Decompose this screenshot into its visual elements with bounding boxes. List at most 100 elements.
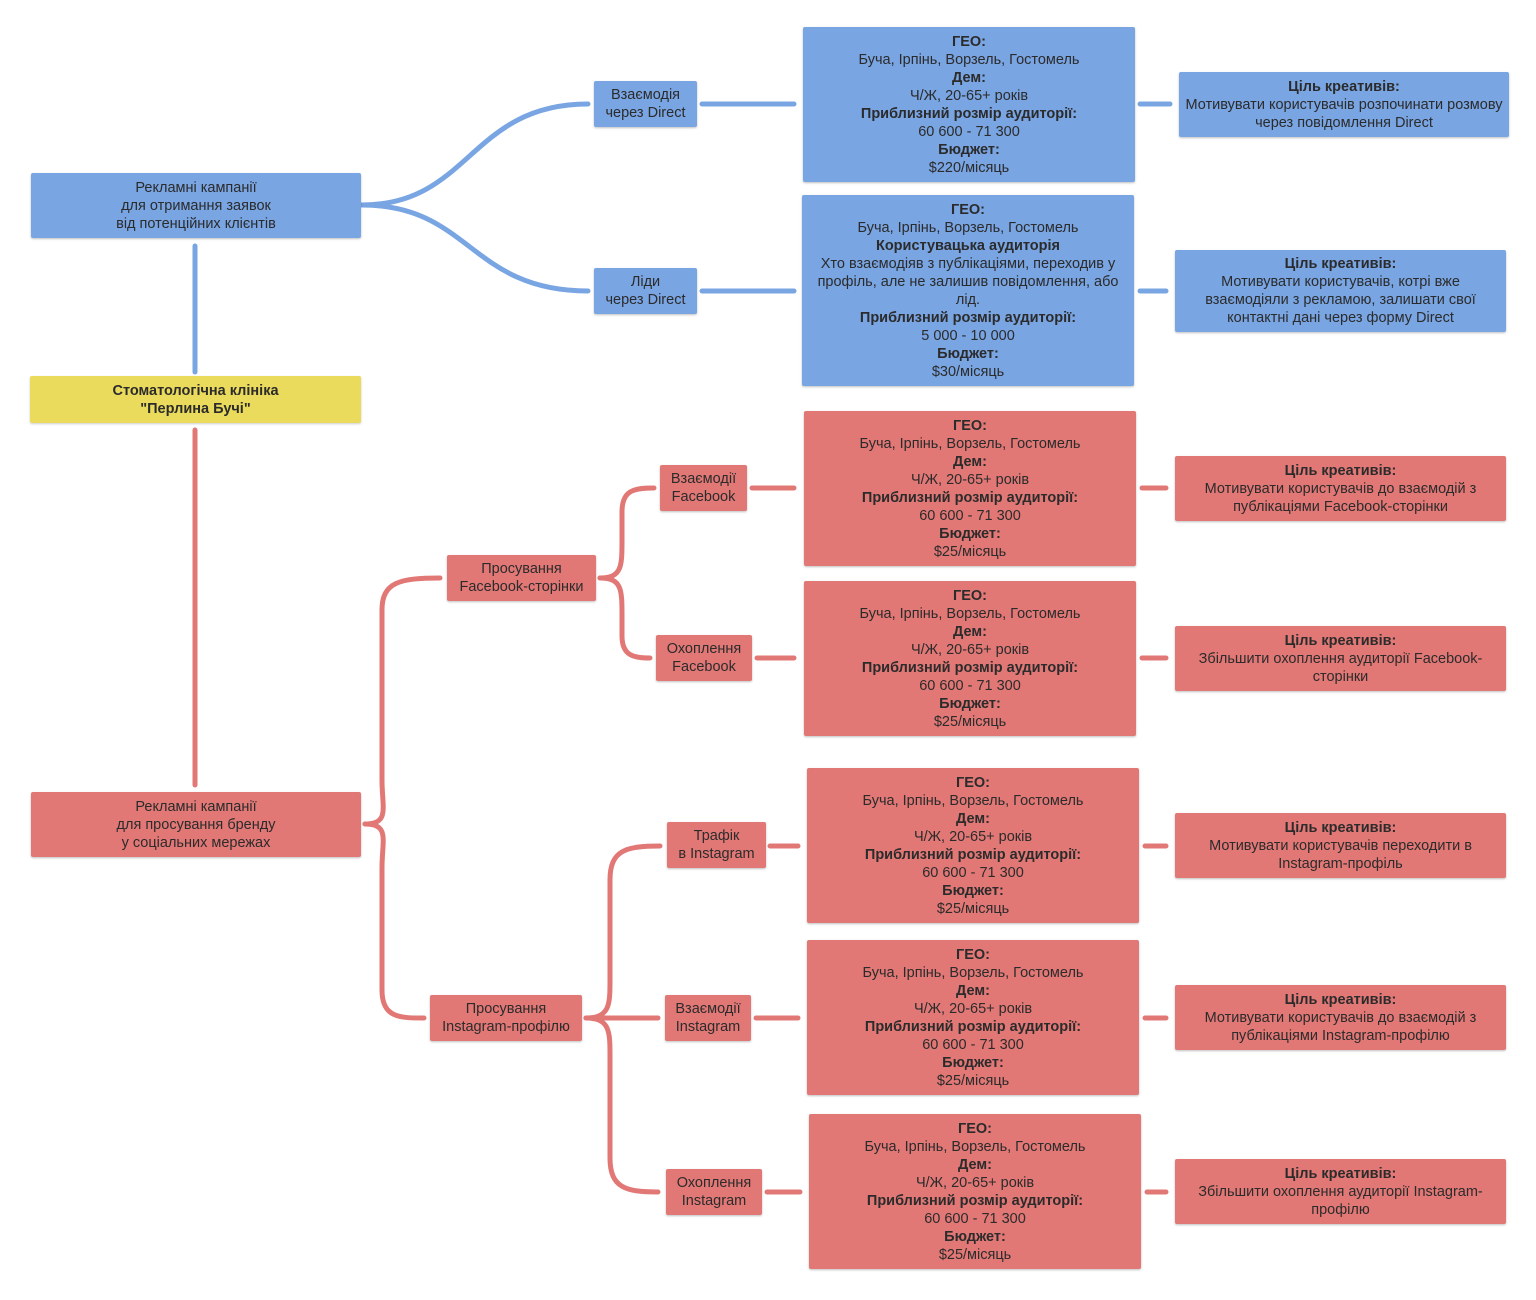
facebook-interactions-goal: Ціль креативів: Мотивувати користувачів … bbox=[1175, 456, 1506, 521]
goal-label: Ціль креативів: bbox=[1284, 462, 1397, 479]
dem-label: Дем: bbox=[956, 982, 990, 999]
dem-label: Дем: bbox=[958, 1156, 992, 1173]
instagram-reach-node: Охоплення Instagram bbox=[666, 1169, 762, 1215]
goal-label: Ціль креативів: bbox=[1284, 256, 1397, 272]
dem-value: Ч/Ж, 20-65+ років bbox=[913, 1000, 1033, 1017]
root-line-1: Стоматологічна клініка bbox=[112, 382, 279, 399]
instagram-traffic-node: Трафік в Instagram bbox=[667, 822, 766, 868]
dem-value: Ч/Ж, 20-65+ років bbox=[913, 828, 1033, 845]
connector-instagram-to-traffic bbox=[583, 843, 663, 1021]
branch-label-1: Просування bbox=[465, 1001, 547, 1017]
budget-value: $25/місяць bbox=[936, 1072, 1010, 1089]
branch-label-1: Ліди bbox=[630, 274, 661, 290]
audience-size-label: Приблизний розмір аудиторії: bbox=[861, 489, 1079, 506]
audience-size-label: Приблизний розмір аудиторії: bbox=[864, 1018, 1082, 1035]
facebook-reach-goal: Ціль креативів: Збільшити охоплення ауди… bbox=[1175, 626, 1506, 691]
dem-label: Дем: bbox=[956, 810, 990, 827]
branch-label-2: через Direct bbox=[605, 105, 686, 121]
budget-label: Бюджет: bbox=[937, 345, 999, 362]
root-node: Стоматологічна клініка "Перлина Бучі" bbox=[30, 376, 361, 423]
budget-value: $25/місяць bbox=[933, 543, 1007, 560]
audience-size-label: Приблизний розмір аудиторії: bbox=[861, 659, 1079, 676]
audience-size-value: 60 600 - 71 300 bbox=[919, 677, 1021, 694]
audience-size-label: Приблизний розмір аудиторії: bbox=[860, 105, 1078, 122]
geo-value: Буча, Ірпінь, Ворзель, Гостомель bbox=[862, 792, 1084, 809]
dem-label: Дем: bbox=[952, 69, 986, 86]
instagram-interactions-goal: Ціль креативів: Мотивувати користувачів … bbox=[1175, 985, 1506, 1050]
direct-leads-details: ГЕО: Буча, Ірпінь, Ворзель, Гостомель Ко… bbox=[802, 195, 1134, 386]
branch-label-1: Трафік bbox=[693, 828, 740, 844]
direct-leads-node: Ліди через Direct bbox=[594, 268, 697, 314]
instagram-interactions-node: Взаємодії Instagram bbox=[665, 995, 751, 1041]
brand-title-2: для просування бренду bbox=[116, 816, 276, 833]
direct-interaction-details: ГЕО: Буча, Ірпінь, Ворзель, Гостомель Де… bbox=[803, 27, 1135, 182]
branch-label-2: Facebook-сторінки bbox=[459, 579, 584, 595]
geo-value: Буча, Ірпінь, Ворзель, Гостомель bbox=[857, 219, 1079, 236]
budget-label: Бюджет: bbox=[938, 141, 1000, 158]
dem-value: Ч/Ж, 20-65+ років bbox=[910, 641, 1030, 658]
budget-value: $220/місяць bbox=[928, 159, 1010, 176]
instagram-reach-details: ГЕО: Буча, Ірпінь, Ворзель, Гостомель Де… bbox=[809, 1114, 1141, 1269]
audience-size-value: 60 600 - 71 300 bbox=[924, 1210, 1026, 1227]
geo-label: ГЕО: bbox=[953, 587, 987, 604]
branch-label-2: Instagram bbox=[675, 1019, 741, 1035]
direct-leads-goal: Ціль креативів: Мотивувати користувачів,… bbox=[1175, 250, 1506, 332]
audience-size-value: 60 600 - 71 300 bbox=[922, 1036, 1024, 1053]
connector-facebook-to-interactions bbox=[597, 485, 657, 581]
leads-title-1: Рекламні кампанії bbox=[135, 179, 257, 196]
leads-title-2: для отримання заявок bbox=[121, 197, 271, 214]
connector-brand-to-facebook bbox=[362, 575, 443, 827]
geo-label: ГЕО: bbox=[956, 946, 990, 963]
goal-text: Мотивувати користувачів розпочинати розм… bbox=[1185, 96, 1503, 131]
goal-label: Ціль креативів: bbox=[1288, 78, 1400, 95]
geo-value: Буча, Ірпінь, Ворзель, Гостомель bbox=[859, 435, 1081, 452]
audience-size-value: 60 600 - 71 300 bbox=[919, 507, 1021, 524]
direct-interaction-goal: Ціль креативів: Мотивувати користувачів … bbox=[1179, 72, 1509, 137]
instagram-promotion-node: Просування Instagram-профілю bbox=[430, 995, 582, 1041]
branch-label-2: через Direct bbox=[605, 292, 686, 308]
goal-text: Мотивувати користувачів, котрі вже взаєм… bbox=[1205, 274, 1476, 326]
budget-label: Бюджет: bbox=[942, 882, 1004, 899]
facebook-reach-details: ГЕО: Буча, Ірпінь, Ворзель, Гостомель Де… bbox=[804, 581, 1136, 736]
custom-audience-value: Хто взаємодіяв з публікаціями, переходив… bbox=[817, 255, 1119, 308]
facebook-reach-node: Охоплення Facebook bbox=[656, 635, 752, 681]
facebook-interactions-details: ГЕО: Буча, Ірпінь, Ворзель, Гостомель Де… bbox=[804, 411, 1136, 566]
dem-value: Ч/Ж, 20-65+ років bbox=[909, 87, 1029, 104]
branch-label-1: Охоплення bbox=[676, 1175, 752, 1191]
goal-label: Ціль креативів: bbox=[1284, 991, 1397, 1008]
budget-label: Бюджет: bbox=[944, 1228, 1006, 1245]
dem-label: Дем: bbox=[953, 623, 987, 640]
instagram-reach-goal: Ціль креативів: Збільшити охоплення ауди… bbox=[1175, 1159, 1506, 1224]
budget-value: $25/місяць bbox=[933, 713, 1007, 730]
direct-interaction-node: Взаємодія через Direct bbox=[594, 81, 697, 127]
budget-label: Бюджет: bbox=[939, 695, 1001, 712]
budget-value: $30/місяць bbox=[931, 363, 1005, 380]
goal-text: Збільшити охоплення аудиторії Facebook-с… bbox=[1198, 650, 1483, 685]
geo-value: Буча, Ірпінь, Ворзель, Гостомель bbox=[862, 964, 1084, 981]
geo-label: ГЕО: bbox=[952, 33, 986, 50]
goal-label: Ціль креативів: bbox=[1284, 1165, 1397, 1182]
goal-label: Ціль креативів: bbox=[1284, 819, 1397, 836]
budget-value: $25/місяць bbox=[936, 900, 1010, 917]
connector-leads-to-lead-direct bbox=[359, 202, 591, 294]
budget-label: Бюджет: bbox=[942, 1054, 1004, 1071]
branch-label-1: Взаємодії bbox=[675, 1001, 741, 1017]
connector-leads-to-direct bbox=[359, 101, 591, 208]
brand-title-1: Рекламні кампанії bbox=[135, 798, 257, 815]
connector-instagram-to-reach bbox=[583, 1015, 661, 1195]
facebook-interactions-node: Взаємодії Facebook bbox=[660, 465, 747, 511]
goal-text: Мотивувати користувачів до взаємодій з п… bbox=[1204, 1009, 1477, 1044]
audience-size-label: Приблизний розмір аудиторії: bbox=[859, 309, 1077, 326]
geo-label: ГЕО: bbox=[958, 1120, 992, 1137]
brand-campaign-node: Рекламні кампанії для просування бренду … bbox=[31, 792, 361, 857]
leads-campaign-node: Рекламні кампанії для отримання заявок в… bbox=[31, 173, 361, 238]
connector-brand-to-instagram bbox=[362, 821, 427, 1021]
audience-size-value: 60 600 - 71 300 bbox=[922, 864, 1024, 881]
budget-label: Бюджет: bbox=[939, 525, 1001, 542]
goal-text: Мотивувати користувачів переходити в Ins… bbox=[1209, 837, 1472, 872]
branch-label-1: Охоплення bbox=[666, 641, 742, 657]
branch-label-2: Instagram-профілю bbox=[442, 1019, 570, 1035]
branch-label-1: Просування bbox=[481, 561, 562, 577]
instagram-traffic-goal: Ціль креативів: Мотивувати користувачів … bbox=[1175, 813, 1506, 878]
